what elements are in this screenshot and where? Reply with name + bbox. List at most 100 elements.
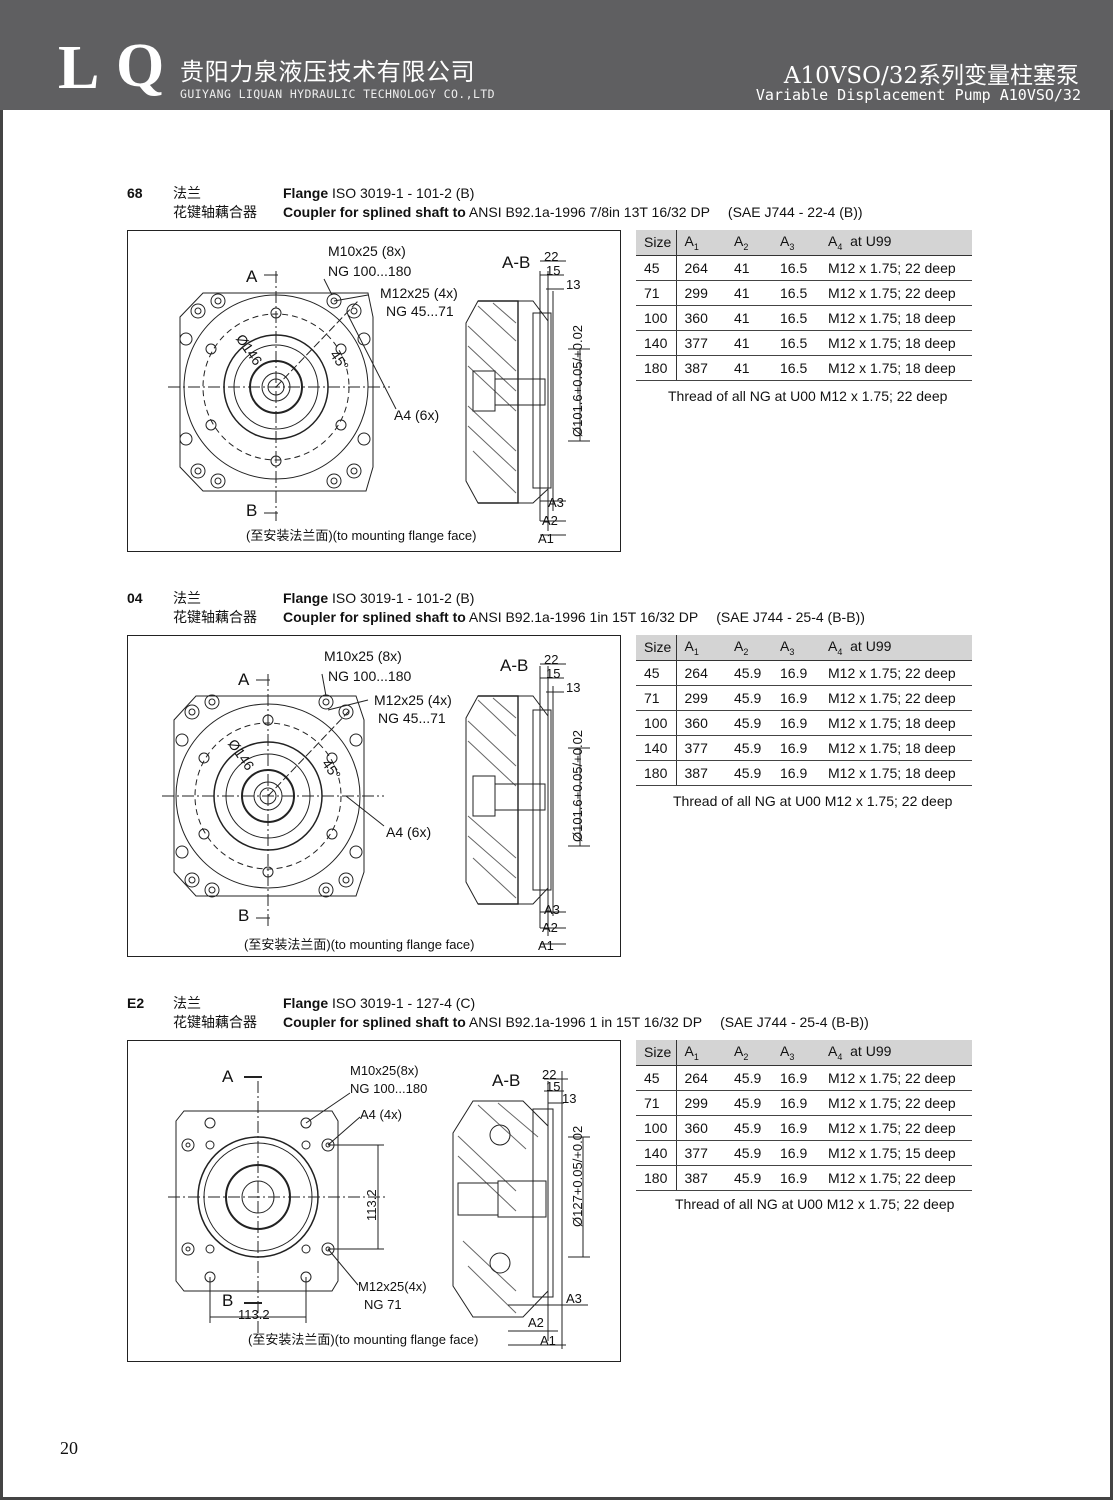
cell-a4: M12 x 1.75; 22 deep (820, 280, 972, 306)
col-header-a1: A1 (676, 230, 726, 256)
cell-a3: 16.9 (772, 685, 820, 711)
dim-a1: A1 (538, 938, 554, 953)
bolt1-label: M10x25 (8x) (324, 648, 402, 664)
cell-a2: 41 (726, 305, 772, 331)
cell-a2: 41 (726, 330, 772, 356)
cell-a1: 377 (676, 1140, 726, 1166)
cell-a2: 45.9 (726, 1165, 772, 1191)
ng1-label: NG 100...180 (328, 263, 412, 279)
table-header-row: Size A1 A2 A3 A4 at U99 (636, 230, 972, 256)
hatch (467, 697, 517, 899)
cell-a1: 299 (676, 280, 726, 306)
option-code: E2 (127, 995, 145, 1011)
thread-note: Thread of all NG at U00 M12 x 1.75; 22 d… (675, 1196, 955, 1212)
col-header-a4: A4 at U99 (820, 635, 972, 661)
cell-size: 180 (636, 355, 677, 381)
cell-a1: 264 (676, 660, 726, 686)
dim-a2: A2 (542, 920, 558, 935)
product-title-en: Variable Displacement Pump A10VSO/32 (755, 86, 1081, 104)
spec-section-04: 04 法兰 花键轴藕合器 Flange ISO 3019-1 - 101-2 (… (0, 590, 1113, 970)
cell-a4: M12 x 1.75; 22 deep (820, 1090, 972, 1116)
logo-letter-l: L (58, 34, 100, 102)
mounting-face-cn: (至安装法兰面) (246, 528, 333, 543)
mounting-face-note: (至安装法兰面)(to mounting flange face) (248, 1329, 478, 1348)
dim-a1: A1 (538, 531, 554, 546)
flange-label-cn: 法兰 (173, 186, 201, 202)
cell-a2: 41 (726, 280, 772, 306)
col-header-a1: A1 (676, 635, 726, 661)
coupler-spec-line: Coupler for splined shaft to ANSI B92.1a… (283, 609, 865, 625)
cell-a4: M12 x 1.75; 22 deep (820, 1115, 972, 1141)
cell-a4: M12 x 1.75; 22 deep (820, 1165, 972, 1191)
shaft-diameter-label: Ø101.6+0.05/+0.02 (570, 729, 585, 842)
flange-spec-line: Flange ISO 3019-1 - 101-2 (B) (283, 590, 474, 606)
cell-a4: M12 x 1.75; 18 deep (820, 760, 972, 786)
shaft-diameter-label: Ø101.6+0.05/+0.02 (570, 324, 585, 437)
flange-square-outline (173, 695, 365, 897)
sae-spec: (SAE J744 - 25-4 (B-B)) (720, 1014, 869, 1030)
mounting-face-en: (to mounting flange face) (330, 937, 475, 952)
cell-a1: 360 (676, 305, 726, 331)
company-name-cn: 贵阳力泉液压技术有限公司 (180, 58, 476, 86)
col-header-a2: A2 (726, 230, 772, 256)
mounting-face-cn: (至安装法兰面) (244, 937, 331, 952)
mounting-face-note: (至安装法兰面)(to mounting flange face) (246, 525, 476, 544)
flange-label: Flange (283, 995, 329, 1011)
coupler-spec: ANSI B92.1a-1996 1 in 15T 16/32 DP (468, 1014, 703, 1030)
flange-drawing-svg (168, 1071, 590, 1349)
leader-a4 (327, 1116, 361, 1146)
cell-a2: 45.9 (726, 710, 772, 736)
sae-spec: (SAE J744 - 25-4 (B-B)) (716, 609, 865, 625)
cell-size: 100 (636, 1115, 677, 1141)
section-b-label: B (238, 906, 250, 925)
thread-note: Thread of all NG at U00 M12 x 1.75; 22 d… (673, 793, 953, 809)
mounting-face-en: (to mounting flange face) (334, 1332, 479, 1347)
cell-a3: 16.9 (772, 1065, 820, 1091)
section-body (465, 695, 549, 905)
cell-a2: 45.9 (726, 660, 772, 686)
cell-a4: M12 x 1.75; 18 deep (820, 355, 972, 381)
frame-bottom-border (0, 1497, 1113, 1500)
spec-section-68: 68 法兰 花键轴藕合器 Flange ISO 3019-1 - 101-2 (… (0, 185, 1113, 565)
cell-a4: M12 x 1.75; 18 deep (820, 330, 972, 356)
col-header-size: Size (636, 230, 677, 256)
cell-a1: 360 (676, 710, 726, 736)
page-number: 20 (60, 1438, 78, 1458)
col-header-a4: A4 at U99 (820, 1040, 972, 1066)
pilot-step (532, 709, 552, 891)
coupler-label-cn: 花键轴藕合器 (173, 1015, 257, 1031)
ng1-label: NG 100...180 (350, 1081, 428, 1096)
cell-size: 140 (636, 330, 677, 356)
cell-a1: 360 (676, 1115, 726, 1141)
cell-a3: 16.9 (772, 660, 820, 686)
bolt1-label: M10x25(8x) (350, 1063, 419, 1078)
cell-a3: 16.5 (772, 255, 820, 281)
cell-a2: 45.9 (726, 760, 772, 786)
mounting-face-note: (至安装法兰面)(to mounting flange face) (244, 934, 474, 953)
ng1-label: NG 100...180 (328, 668, 412, 684)
cell-a1: 299 (676, 1090, 726, 1116)
a4-label: A4 (6x) (394, 407, 440, 423)
leader-a4 (347, 314, 397, 410)
section-ab-label: A-B (492, 1071, 521, 1090)
ng2-label: NG 45...71 (378, 710, 446, 726)
cell-a2: 45.9 (726, 1140, 772, 1166)
cell-a3: 16.9 (772, 1140, 820, 1166)
cell-a2: 45.9 (726, 1115, 772, 1141)
flange-spec: ISO 3019-1 - 101-2 (B) (332, 185, 475, 201)
cell-size: 140 (636, 735, 677, 761)
cell-size: 71 (636, 1090, 677, 1116)
flange-spec: ISO 3019-1 - 101-2 (B) (332, 590, 475, 606)
col-header-size: Size (636, 1040, 677, 1066)
cell-a4: M12 x 1.75; 22 deep (820, 660, 972, 686)
leader-bolt2 (327, 1248, 359, 1286)
mounting-face-cn: (至安装法兰面) (248, 1332, 335, 1347)
section-b-label: B (246, 501, 258, 520)
bolt2-label: M12x25(4x) (358, 1279, 427, 1294)
